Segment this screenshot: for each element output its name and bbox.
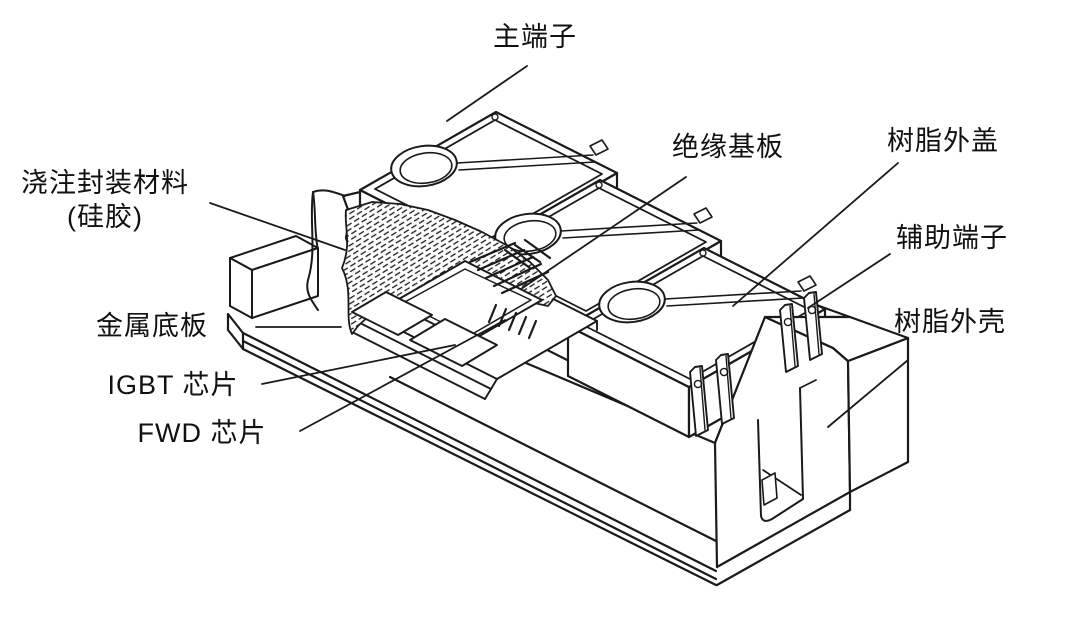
label-metal-baseplate: 金属底板 [96, 311, 208, 341]
resin-case-end [713, 315, 910, 569]
leader-igbt-chip [261, 344, 456, 385]
leader-main-terminal [446, 65, 528, 122]
label-fwd-chip: FWD 芯片 [137, 418, 267, 448]
leader-fwd-chip [299, 319, 506, 432]
case-front-rib-line [388, 375, 718, 543]
label-main-terminal: 主端子 [493, 22, 577, 52]
leader-lines [209, 65, 909, 432]
leader-potting-material [209, 202, 346, 251]
case-cut-wall [229, 189, 346, 319]
label-resin-cover: 树脂外盖 [887, 126, 999, 156]
label-igbt-chip: IGBT 芯片 [107, 370, 239, 400]
auxiliary-terminal-pins [689, 291, 823, 437]
leader-resin-case [827, 359, 909, 428]
label-potting-material: 浇注封装材料 [21, 168, 189, 198]
label-auxiliary-terminal: 辅助端子 [896, 223, 1008, 253]
leader-resin-cover [732, 162, 899, 307]
leader-insulating-substrate [520, 176, 687, 290]
label-insulating-substrate: 绝缘基板 [672, 132, 784, 162]
label-resin-case: 树脂外壳 [894, 307, 1006, 337]
label-potting-material-note: (硅胶) [67, 202, 143, 232]
leader-auxiliary-terminal [807, 253, 891, 309]
bond-wires [468, 238, 552, 340]
